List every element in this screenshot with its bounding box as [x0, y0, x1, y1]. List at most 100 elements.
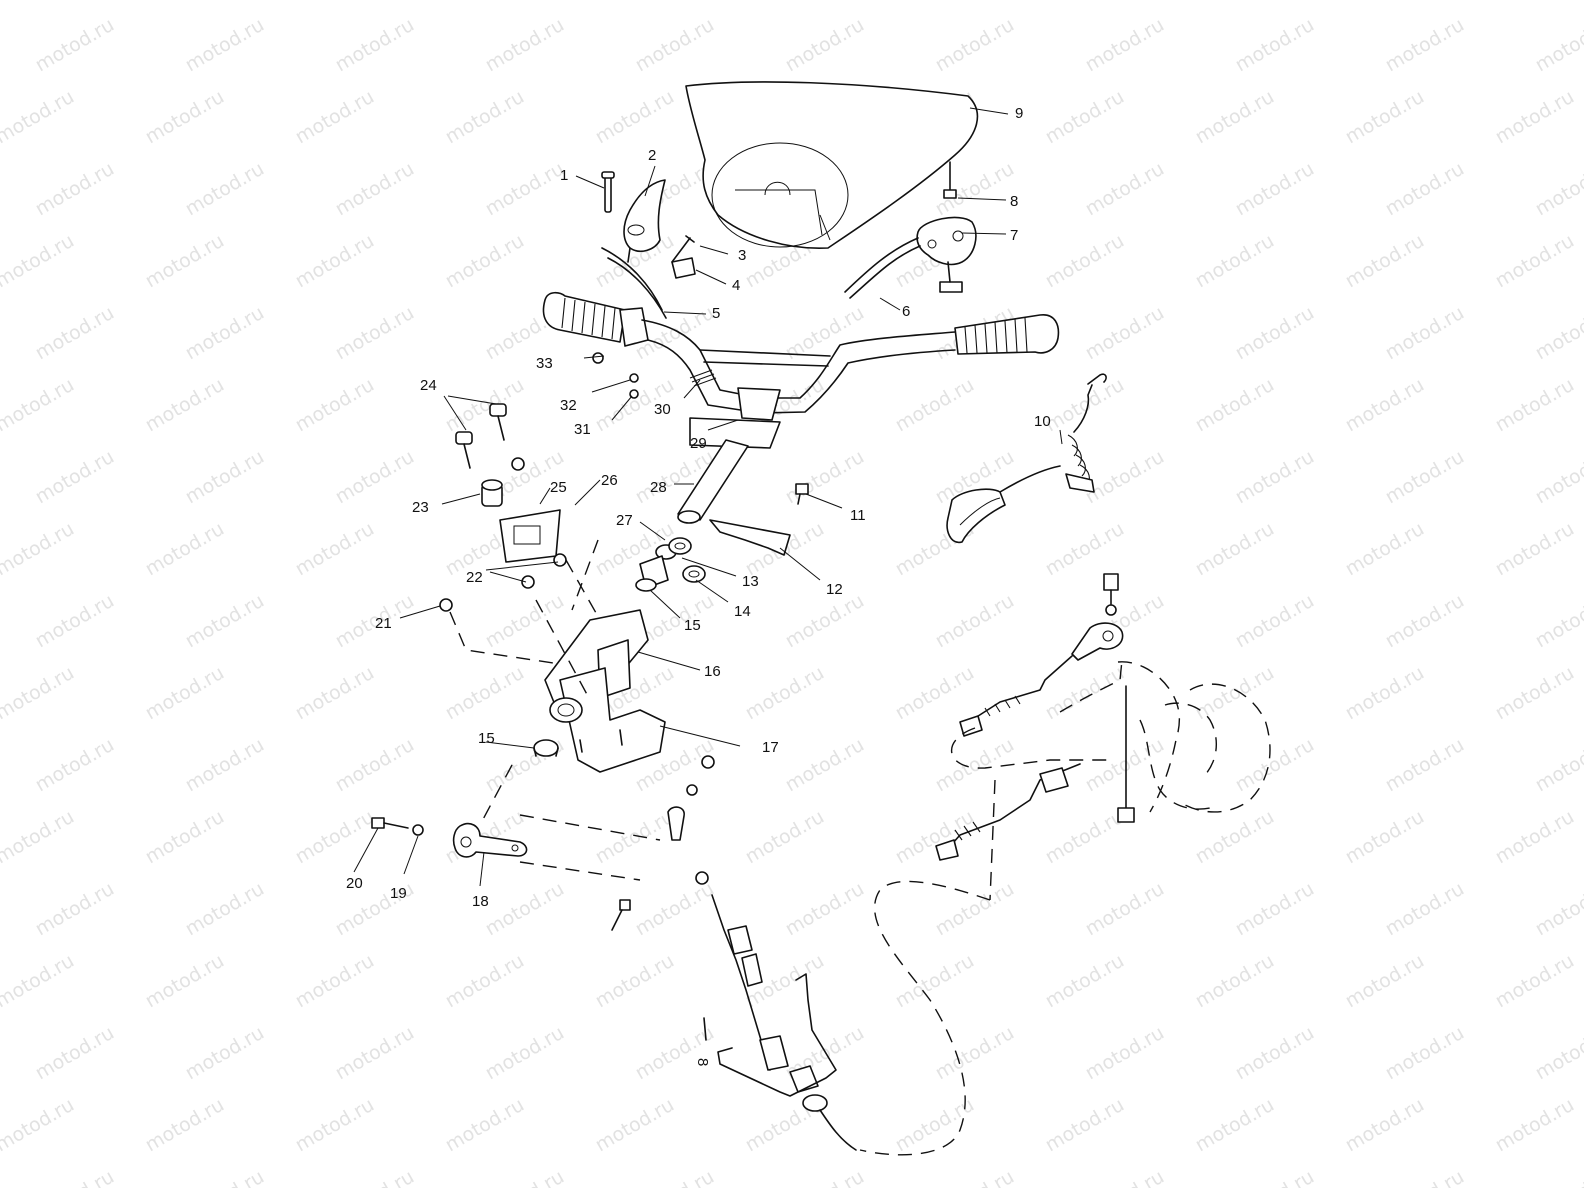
callout-label: 31	[574, 421, 591, 438]
watermark-text: motod.ru	[1532, 1166, 1584, 1188]
watermark-text: motod.ru	[1342, 230, 1428, 293]
callout-label: 12	[826, 581, 843, 598]
watermark-text: motod.ru	[0, 518, 78, 581]
watermark-text: motod.ru	[182, 590, 268, 653]
watermark-text: motod.ru	[182, 302, 268, 365]
watermark-text: motod.ru	[1192, 662, 1278, 725]
callout-label: 23	[412, 499, 429, 516]
watermark-text: motod.ru	[632, 14, 718, 77]
callout-label: 14	[734, 603, 751, 620]
watermark-text: motod.ru	[142, 374, 228, 437]
bushing-set	[635, 537, 706, 592]
callout-label: 8	[694, 1058, 711, 1066]
callout-label: 26	[601, 472, 618, 489]
watermark-text: motod.ru	[1042, 950, 1128, 1013]
watermark-text: motod.ru	[482, 878, 568, 941]
watermark-text: motod.ru	[142, 518, 228, 581]
watermark-text: motod.ru	[182, 1022, 268, 1085]
watermark-text: motod.ru	[32, 1022, 118, 1085]
watermark-text: motod.ru	[1232, 734, 1318, 797]
assembly-dashes	[449, 539, 661, 881]
callout-label: 6	[902, 303, 910, 320]
watermark-text: motod.ru	[32, 1166, 118, 1188]
watermark-text: motod.ru	[292, 0, 378, 4]
watermark-text: motod.ru	[0, 806, 78, 869]
wire-harness	[689, 369, 717, 387]
watermark-text: motod.ru	[782, 1166, 868, 1188]
watermark-text: motod.ru	[292, 374, 378, 437]
tie-rod-end	[667, 806, 685, 841]
watermark-text: motod.ru	[782, 734, 868, 797]
watermark-text: motod.ru	[1232, 446, 1318, 509]
watermark-text: motod.ru	[742, 0, 828, 4]
watermark-text: motod.ru	[1192, 518, 1278, 581]
callout-label: 25	[550, 479, 567, 496]
nut-21	[439, 598, 453, 612]
callout-label: 24	[420, 377, 437, 394]
watermark-text: motod.ru	[182, 1166, 268, 1188]
watermark-text: motod.ru	[1492, 950, 1578, 1013]
watermark-text: motod.ru	[1232, 302, 1318, 365]
callout-label: 7	[1010, 227, 1018, 244]
callout-label: 15	[478, 730, 495, 747]
watermark-text: motod.ru	[142, 230, 228, 293]
watermark-text: motod.ru	[1532, 446, 1584, 509]
callout-label: 21	[375, 615, 392, 632]
watermark-text: motod.ru	[32, 158, 118, 221]
handlebar-cover	[685, 81, 979, 250]
watermark-text: motod.ru	[1492, 806, 1578, 869]
callout-label: 1	[560, 167, 568, 184]
watermark-text: motod.ru	[1382, 590, 1468, 653]
watermark-text: motod.ru	[782, 14, 868, 77]
watermark-text: motod.ru	[0, 1094, 78, 1157]
watermark-text: motod.ru	[1382, 158, 1468, 221]
watermark-text: motod.ru	[1042, 230, 1128, 293]
watermark-text: motod.ru	[1532, 14, 1584, 77]
callout-label: 27	[616, 512, 633, 529]
brake-lever	[623, 179, 666, 263]
watermark-text: motod.ru	[292, 86, 378, 149]
watermark-text: motod.ru	[1532, 734, 1584, 797]
watermark-text: motod.ru	[932, 1166, 1018, 1188]
watermark-text: motod.ru	[1192, 230, 1278, 293]
screw-11	[795, 483, 809, 505]
watermark-text: motod.ru	[292, 518, 378, 581]
watermark-text: motod.ru	[1082, 14, 1168, 77]
watermark-text: motod.ru	[0, 0, 78, 4]
callout-label: 9	[1015, 105, 1023, 122]
watermark-text: motod.ru	[742, 662, 828, 725]
bolt-lower	[611, 899, 631, 931]
callout-label: 13	[742, 573, 759, 590]
watermark-text: motod.ru	[442, 1094, 528, 1157]
watermark-text: motod.ru	[1192, 86, 1278, 149]
watermark-text: motod.ru	[592, 0, 678, 4]
watermark-text: motod.ru	[1342, 0, 1428, 4]
watermark-text: motod.ru	[592, 86, 678, 149]
callout-label: 8	[1010, 193, 1018, 210]
callout-label: 17	[762, 739, 779, 756]
watermark-text: motod.ru	[182, 734, 268, 797]
watermark-text: motod.ru	[1192, 950, 1278, 1013]
watermark-text: motod.ru	[1232, 158, 1318, 221]
watermark-text: motod.ru	[0, 374, 78, 437]
watermark-text: motod.ru	[1232, 14, 1318, 77]
arm-18	[452, 822, 528, 858]
watermark-text: motod.ru	[32, 734, 118, 797]
callout-label: 15	[684, 617, 701, 634]
watermark-text: motod.ru	[1082, 158, 1168, 221]
watermark-text: motod.ru	[332, 14, 418, 77]
callout-label: 19	[390, 885, 407, 902]
watermark-text: motod.ru	[1192, 806, 1278, 869]
callout-label: 2	[648, 147, 656, 164]
cable-clip	[671, 257, 696, 279]
watermark-text: motod.ru	[1042, 0, 1128, 4]
watermark-text: motod.ru	[1492, 86, 1578, 149]
watermark-text: motod.ru	[1382, 302, 1468, 365]
callout-label: 30	[654, 401, 671, 418]
screw-lower-8	[703, 1017, 707, 1041]
watermark-text: motod.ru	[1042, 86, 1128, 149]
watermark-text: motod.ru	[1232, 1166, 1318, 1188]
watermark-text: motod.ru	[1082, 1022, 1168, 1085]
watermark-text: motod.ru	[1382, 734, 1468, 797]
